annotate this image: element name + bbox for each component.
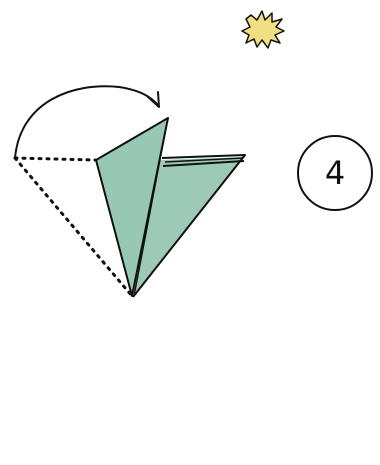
step-number: 4: [325, 157, 345, 189]
star-burst-icon: [242, 11, 284, 48]
fold-step-top: [15, 86, 245, 297]
step-number-badge: 4: [297, 135, 373, 211]
